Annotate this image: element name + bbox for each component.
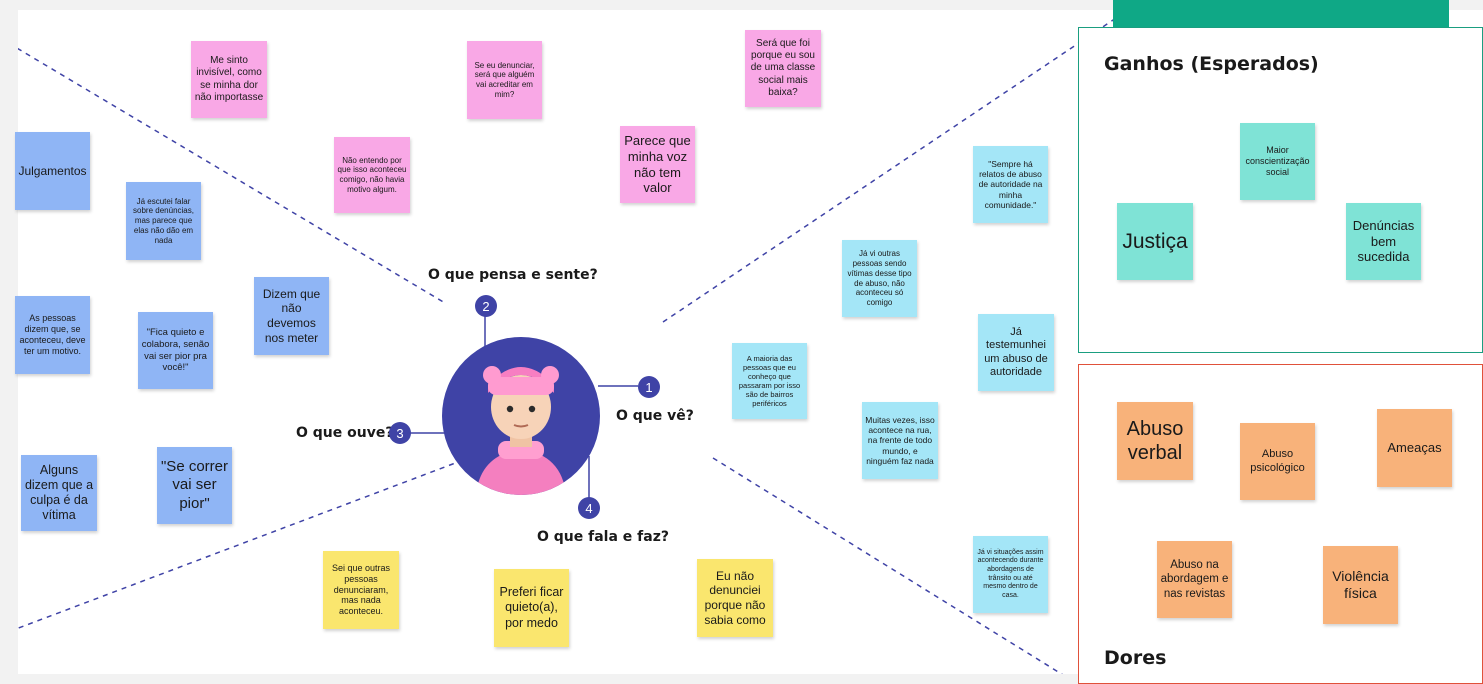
sticky-note[interactable]: Me sinto invisível, como se minha dor nã… xyxy=(191,41,267,118)
badge-1: 1 xyxy=(638,376,660,398)
sticky-note[interactable]: "Sempre há relatos de abuso de autoridad… xyxy=(973,146,1048,223)
badge-4: 4 xyxy=(578,497,600,519)
sticky-note[interactable]: Parece que minha voz não tem valor xyxy=(620,126,695,203)
sticky-note[interactable]: Não entendo por que isso aconteceu comig… xyxy=(334,137,410,213)
sticky-note[interactable]: Violência física xyxy=(1323,546,1398,624)
badge-3: 3 xyxy=(389,422,411,444)
sticky-note[interactable]: A maioria das pessoas que eu conheço que… xyxy=(732,343,807,419)
label-o-que-ouve: O que ouve? xyxy=(296,425,394,441)
sticky-note[interactable]: Já escutei falar sobre denúncias, mas pa… xyxy=(126,182,201,260)
sticky-note[interactable]: Muitas vezes, isso acontece na rua, na f… xyxy=(862,402,938,479)
sticky-note[interactable]: Julgamentos xyxy=(15,132,90,210)
person-avatar-icon xyxy=(476,366,566,495)
sticky-note[interactable]: Maior conscientização social xyxy=(1240,123,1315,200)
sticky-note[interactable]: Abuso na abordagem e nas revistas xyxy=(1157,541,1232,618)
panel-header-bar xyxy=(1113,0,1449,28)
sticky-note[interactable]: Se eu denunciar, será que alguém vai acr… xyxy=(467,41,542,119)
sticky-note[interactable]: Abuso psicológico xyxy=(1240,423,1315,500)
sticky-note[interactable]: "Se correr vai ser pior" xyxy=(157,447,232,524)
sticky-note[interactable]: Justiça xyxy=(1117,203,1193,280)
sticky-note[interactable]: As pessoas dizem que, se aconteceu, deve… xyxy=(15,296,90,374)
sticky-note[interactable]: Preferi ficar quieto(a), por medo xyxy=(494,569,569,647)
sticky-note[interactable]: Sei que outras pessoas denunciaram, mas … xyxy=(323,551,399,629)
label-o-que-ve: O que vê? xyxy=(616,408,694,424)
sticky-note[interactable]: "Fica quieto e colabora, senão vai ser p… xyxy=(138,312,213,389)
sticky-note[interactable]: Já vi situações assim acontecendo durant… xyxy=(973,536,1048,613)
label-fala-e-faz: O que fala e faz? xyxy=(537,529,669,545)
sticky-note[interactable]: Já vi outras pessoas sendo vítimas desse… xyxy=(842,240,917,317)
sticky-note[interactable]: Denúncias bem sucedida xyxy=(1346,203,1421,280)
panel-title-dores: Dores xyxy=(1104,647,1167,669)
sticky-note[interactable]: Será que foi porque eu sou de uma classe… xyxy=(745,30,821,107)
sticky-note[interactable]: Já testemunhei um abuso de autoridade xyxy=(978,314,1054,391)
label-pensa-e-sente: O que pensa e sente? xyxy=(428,267,598,283)
sticky-note[interactable]: Eu não denunciei porque não sabia como xyxy=(697,559,773,637)
persona-avatar xyxy=(442,337,600,495)
badge-2: 2 xyxy=(475,295,497,317)
sticky-note[interactable]: Dizem que não devemos nos meter xyxy=(254,277,329,355)
sticky-note[interactable]: Abuso verbal xyxy=(1117,402,1193,480)
sticky-note[interactable]: Ameaças xyxy=(1377,409,1452,487)
panel-title-ganhos: Ganhos (Esperados) xyxy=(1104,53,1319,75)
sticky-note[interactable]: Alguns dizem que a culpa é da vítima xyxy=(21,455,97,531)
